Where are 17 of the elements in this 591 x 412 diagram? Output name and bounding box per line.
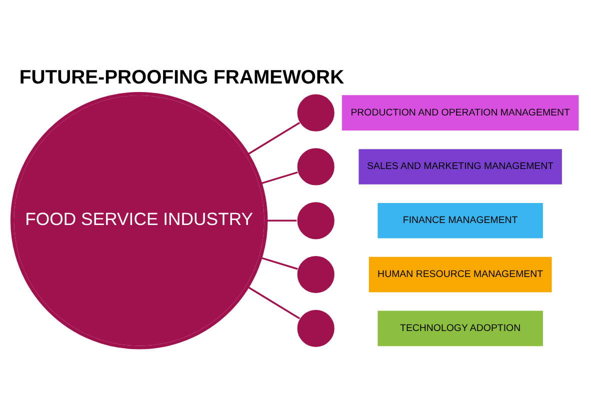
- connector: [266, 219, 297, 222]
- node-circle: [296, 146, 336, 186]
- node-circle: [296, 308, 336, 348]
- node-box: FINANCE MANAGEMENT: [378, 202, 543, 238]
- connector: [247, 122, 300, 155]
- node-circle: [296, 254, 336, 294]
- node-box: SALES AND MARKETING MANAGEMENT: [358, 148, 562, 184]
- node-circle: [296, 200, 336, 240]
- node-box: TECHNOLOGY ADOPTION: [378, 310, 543, 346]
- node-box: PRODUCTION AND OPERATION MANAGEMENT: [342, 94, 579, 130]
- connector: [260, 170, 298, 184]
- node-circle: FOOD SERVICE INDUSTRY: [10, 92, 268, 349]
- connector: [247, 286, 300, 319]
- node-circle: [296, 92, 336, 132]
- node-box: HUMAN RESOURCE MANAGEMENT: [368, 256, 552, 292]
- diagram-title: FUTURE-PROOFING FRAMEWORK: [19, 66, 344, 88]
- connector: [260, 256, 298, 270]
